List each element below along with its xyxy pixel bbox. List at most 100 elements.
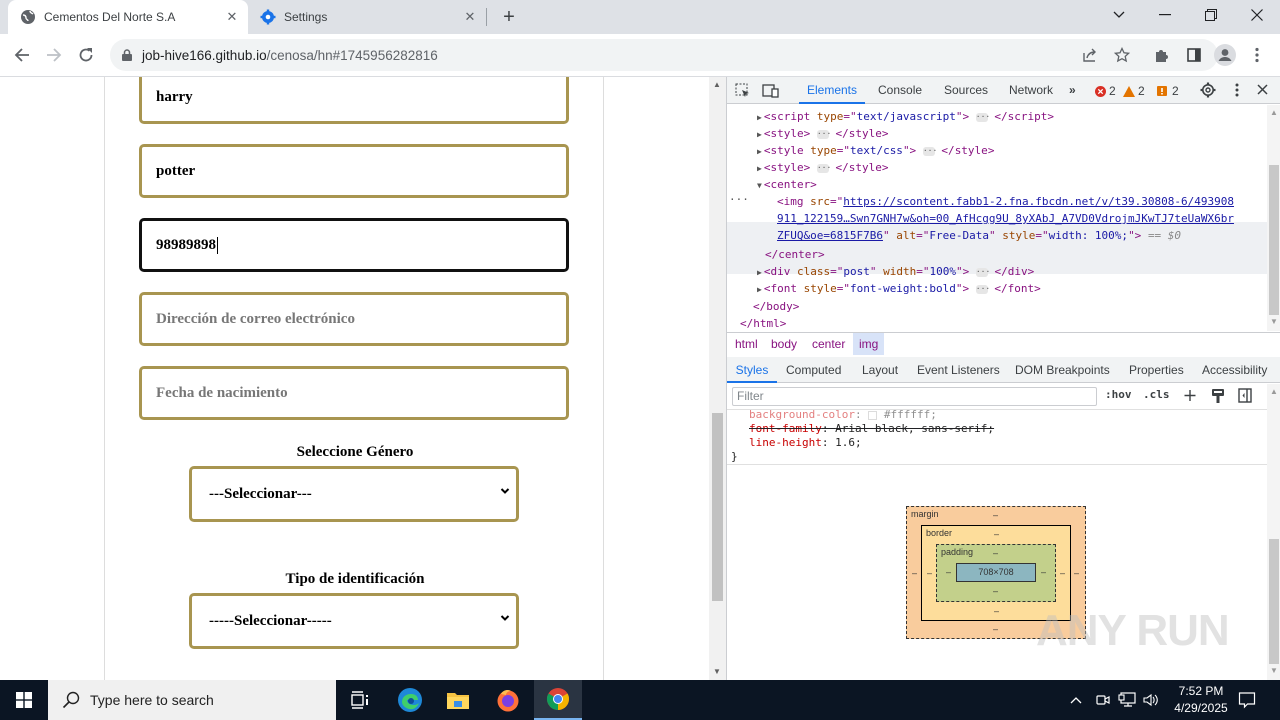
issues-badge[interactable]: 2	[1157, 84, 1179, 98]
forward-button[interactable]	[40, 41, 68, 69]
more-tabs-button[interactable]: »	[1069, 83, 1076, 97]
scroll-up-icon[interactable]: ▲	[1270, 108, 1278, 117]
dom-node-img[interactable]: <img src="https://scontent.fabb1-2.fna.f…	[777, 195, 1234, 208]
collapsed-content-icon[interactable]: ···	[975, 266, 991, 277]
dom-node-style[interactable]: ▶<style> ··· </style>	[757, 161, 889, 174]
phone-input[interactable]: 98989898	[139, 218, 569, 272]
tab-dom-breakpoints[interactable]: DOM Breakpoints	[1015, 363, 1110, 377]
collapsed-content-icon[interactable]: ···	[922, 145, 938, 156]
hover-state-button[interactable]: :hov	[1105, 388, 1132, 401]
class-toggle-button[interactable]: .cls	[1143, 388, 1170, 401]
warnings-badge[interactable]: 2	[1123, 84, 1145, 98]
collapsed-content-icon[interactable]: ···	[975, 283, 991, 294]
scroll-up-icon[interactable]: ▲	[713, 80, 721, 89]
tray-volume[interactable]	[1142, 680, 1160, 720]
box-model-content-size[interactable]: 708×708	[956, 563, 1036, 582]
gender-select[interactable]: ---Seleccionar---	[189, 466, 519, 522]
scroll-down-icon[interactable]: ▼	[713, 667, 721, 676]
breadcrumb-body[interactable]: body	[771, 337, 798, 351]
taskbar-clock[interactable]: 7:52 PM 4/29/2025	[1168, 683, 1234, 717]
errors-badge[interactable]: 2	[1095, 84, 1116, 98]
tab-computed[interactable]: Computed	[786, 363, 842, 377]
scrollbar-thumb[interactable]	[1269, 539, 1279, 664]
tab-network[interactable]: Network	[1009, 83, 1054, 97]
restore-button[interactable]	[1188, 0, 1234, 30]
tab-accessibility[interactable]: Accessibility	[1202, 363, 1268, 377]
dom-node-font[interactable]: ▶<font style="font-weight:bold"> ··· </f…	[757, 282, 1041, 295]
dom-node-style[interactable]: ▶<style> ··· </style>	[757, 127, 889, 140]
taskbar-chrome[interactable]	[534, 680, 582, 720]
dom-node-body-close[interactable]: </body>	[753, 300, 800, 313]
collapsed-content-icon[interactable]: ···	[816, 162, 832, 173]
birthdate-input[interactable]: Fecha de nacimiento	[139, 366, 569, 420]
dom-tree-scrollbar[interactable]: ▲ ▼	[1267, 105, 1280, 331]
devtools-settings-button[interactable]	[1200, 82, 1216, 101]
css-declaration[interactable]: background-color: #ffffff;	[749, 408, 937, 421]
tab-cementos[interactable]: Cementos Del Norte S.A ✕	[8, 0, 248, 34]
dom-node-center-close[interactable]: </center>	[765, 248, 825, 261]
close-devtools-button[interactable]	[1257, 84, 1268, 98]
computed-styles-button[interactable]	[1211, 388, 1225, 407]
start-button[interactable]	[0, 680, 48, 720]
scrollbar-thumb[interactable]	[712, 413, 723, 601]
tab-search-button[interactable]	[1096, 0, 1142, 30]
inspect-element-button[interactable]	[735, 83, 751, 102]
tray-meet-now[interactable]	[1095, 680, 1111, 720]
tab-properties[interactable]: Properties	[1129, 363, 1184, 377]
node-actions-icon[interactable]: ···	[729, 193, 749, 206]
last-name-input[interactable]: potter	[139, 144, 569, 198]
address-bar[interactable]: job-hive166.github.io/cenosa/hn#17459562…	[110, 39, 1218, 71]
tab-layout[interactable]: Layout	[862, 363, 899, 377]
taskbar-file-explorer[interactable]	[434, 680, 482, 720]
scroll-up-icon[interactable]: ▲	[1270, 387, 1278, 396]
show-hidden-icons-button[interactable]	[1070, 680, 1082, 720]
toggle-sidebar-button[interactable]	[1238, 388, 1252, 406]
dom-node-div-post[interactable]: ▶<div class="post" width="100%"> ··· </d…	[757, 265, 1035, 278]
close-tab-icon[interactable]: ✕	[464, 9, 476, 24]
tab-console[interactable]: Console	[878, 83, 923, 97]
first-name-input[interactable]: harry	[139, 77, 569, 124]
tray-network[interactable]	[1118, 680, 1136, 720]
breadcrumb-html[interactable]: html	[735, 337, 758, 351]
profile-button[interactable]	[1214, 44, 1236, 66]
new-style-rule-button[interactable]	[1183, 389, 1197, 406]
devtools-menu-button[interactable]	[1235, 83, 1239, 100]
scroll-down-icon[interactable]: ▼	[1270, 666, 1278, 675]
breadcrumb-img[interactable]: img	[853, 333, 885, 355]
share-button[interactable]	[1079, 44, 1101, 66]
tab-settings[interactable]: Settings ✕	[250, 0, 486, 34]
email-input[interactable]: Dirección de correo electrónico	[139, 292, 569, 346]
bookmark-button[interactable]	[1111, 44, 1133, 66]
id-type-select[interactable]: -----Seleccionar-----	[189, 593, 519, 649]
taskbar-search[interactable]: Type here to search	[48, 680, 336, 720]
action-center-button[interactable]	[1238, 680, 1256, 720]
new-tab-button[interactable]: +	[503, 5, 515, 28]
collapsed-content-icon[interactable]: ···	[816, 128, 832, 139]
styles-scrollbar[interactable]: ▲ ▼	[1267, 384, 1280, 680]
taskbar-firefox[interactable]	[484, 680, 532, 720]
taskbar-edge[interactable]	[386, 680, 434, 720]
scrollbar-thumb[interactable]	[1269, 165, 1279, 315]
breadcrumb-center[interactable]: center	[812, 337, 846, 351]
close-tab-icon[interactable]: ✕	[226, 9, 238, 24]
scroll-down-icon[interactable]: ▼	[1270, 317, 1278, 326]
dom-node-style-css[interactable]: ▶<style type="text/css"> ··· </style>	[757, 144, 995, 157]
extensions-button[interactable]	[1151, 44, 1173, 66]
dom-node-script[interactable]: ▶<script type="text/javascript"> ··· </s…	[757, 110, 1055, 123]
css-declaration[interactable]: line-height: 1.6;	[749, 436, 862, 449]
collapsed-content-icon[interactable]: ···	[975, 111, 991, 122]
tab-elements[interactable]: Elements	[799, 77, 865, 104]
img-src-link[interactable]: https://scontent.fabb1-2.fna.fbcdn.net/v…	[843, 195, 1234, 208]
dom-node-center[interactable]: ▼<center>	[757, 178, 817, 191]
device-toolbar-button[interactable]	[762, 83, 780, 102]
menu-button[interactable]	[1246, 44, 1268, 66]
page-scrollbar[interactable]: ▲ ▼	[709, 77, 726, 680]
color-swatch[interactable]	[868, 410, 878, 420]
side-panel-button[interactable]	[1183, 44, 1205, 66]
minimize-button[interactable]	[1142, 0, 1188, 30]
dom-node-html-close[interactable]: </html>	[740, 317, 787, 330]
tab-event-listeners[interactable]: Event Listeners	[917, 363, 1000, 377]
reload-button[interactable]	[72, 41, 100, 69]
tab-styles[interactable]: Styles	[727, 357, 777, 383]
tab-sources[interactable]: Sources	[944, 83, 989, 97]
